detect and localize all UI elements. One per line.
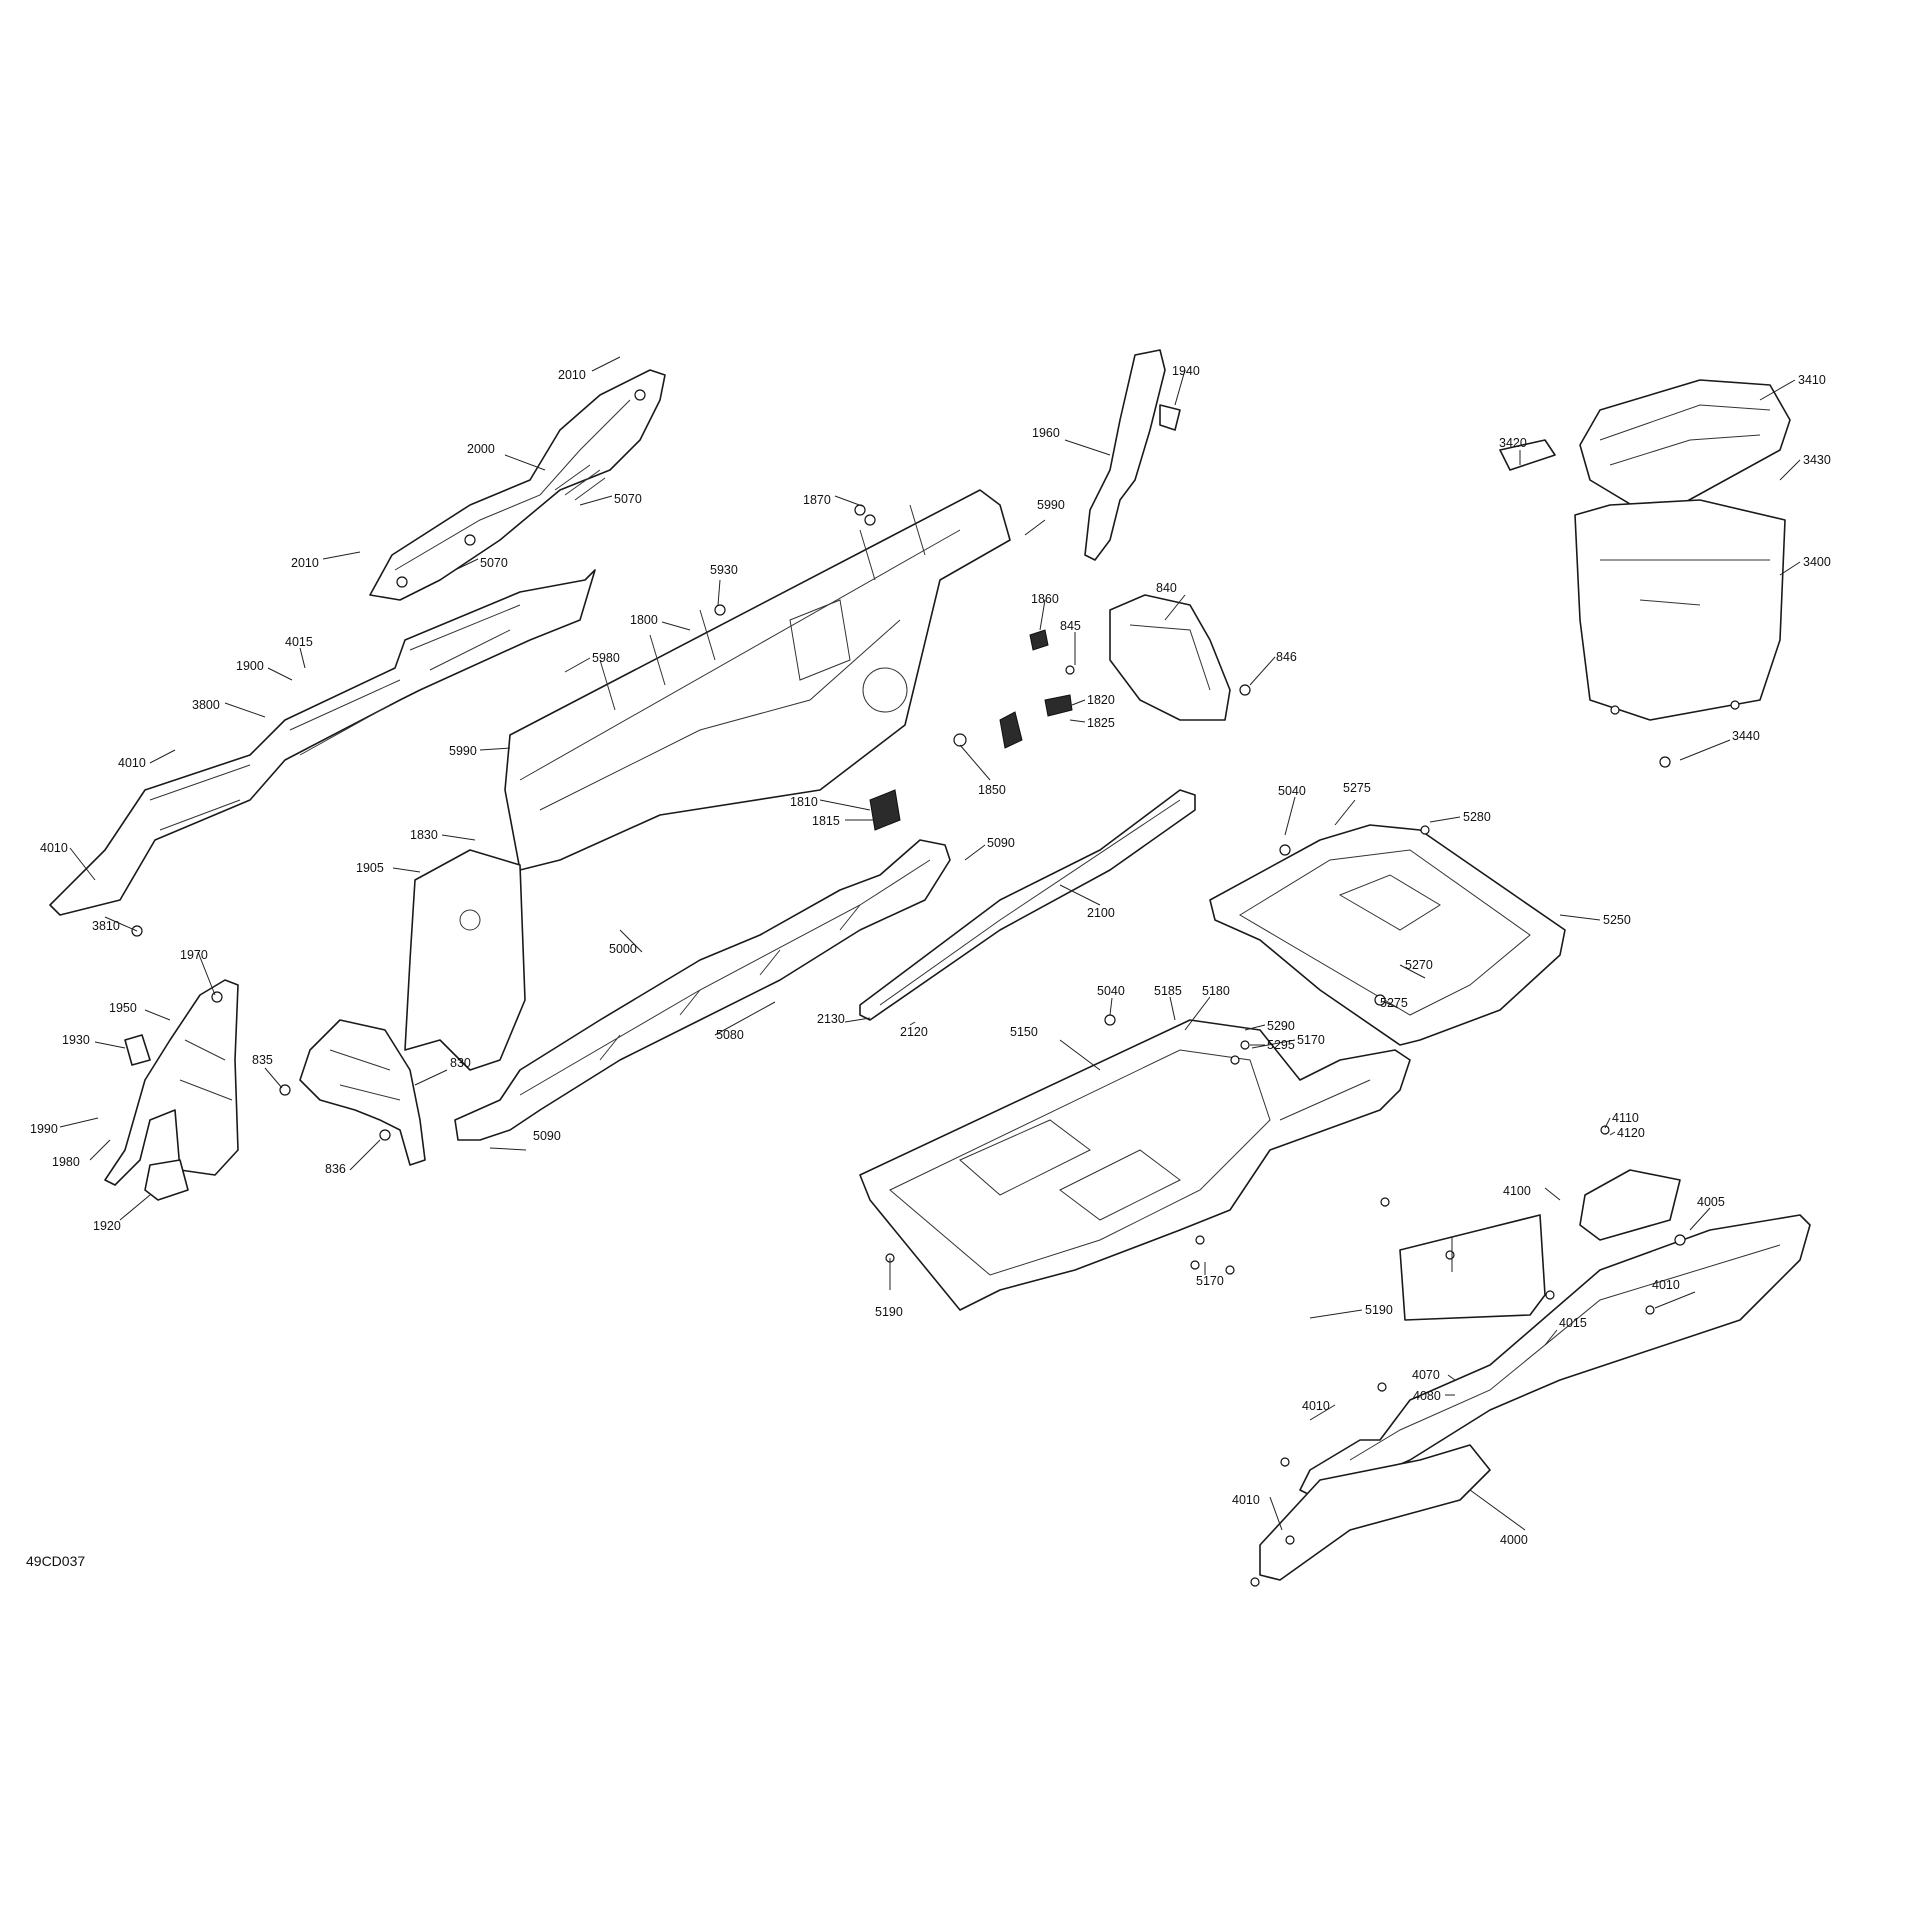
callout-label: 2000 — [467, 442, 495, 456]
part-1800-rear-wall — [404, 489, 1011, 1071]
part-1950-side-panel — [104, 979, 239, 1201]
callout-label: 840 — [1156, 581, 1177, 595]
callout-label: 5150 — [1010, 1025, 1038, 1039]
diagram-code: 49CD037 — [26, 1553, 86, 1569]
callout-label: 4010 — [118, 756, 146, 770]
callout-label: 2100 — [1087, 906, 1115, 920]
callout-label: 5980 — [592, 651, 620, 665]
callout-label: 4015 — [1559, 1316, 1587, 1330]
part-830-guard — [299, 1019, 426, 1166]
callout-label: 1815 — [812, 814, 840, 828]
callout-label: 4015 — [285, 635, 313, 649]
callout-label: 4010 — [1232, 1493, 1260, 1507]
callout-label: 5990 — [449, 744, 477, 758]
callout-label: 4110 — [1612, 1111, 1639, 1125]
callout-label: 1990 — [30, 1122, 58, 1136]
leader-lines — [59, 356, 1801, 1531]
callout-label: 845 — [1060, 619, 1081, 633]
callout-label: 1930 — [62, 1033, 90, 1047]
part-3800-left-beam — [49, 569, 596, 916]
part-5150-floor-mat — [859, 1019, 1411, 1311]
callout-label: 836 — [325, 1162, 346, 1176]
part-5000-floor-rail — [454, 839, 951, 1141]
callout-label: 4010 — [40, 841, 68, 855]
callout-label: 1900 — [236, 659, 264, 673]
callout-label: 1830 — [410, 828, 438, 842]
callout-label: 5280 — [1463, 810, 1491, 824]
part-3400-storage-box — [1499, 379, 1791, 721]
callout-label: 2010 — [291, 556, 319, 570]
callout-label: 3410 — [1798, 373, 1826, 387]
callout-label: 5090 — [987, 836, 1015, 850]
callout-label: 846 — [1276, 650, 1297, 664]
callout-label: 4005 — [1697, 1195, 1725, 1209]
callout-label: 3440 — [1732, 729, 1760, 743]
callout-label: 4100 — [1503, 1184, 1531, 1198]
callout-label: 1850 — [978, 783, 1006, 797]
callout-label: 5040 — [1097, 984, 1125, 998]
part-4000-right-frame — [1259, 1169, 1811, 1581]
callout-label: 3810 — [92, 919, 120, 933]
callout-label: 2120 — [900, 1025, 928, 1039]
callout-label: 4000 — [1500, 1533, 1528, 1547]
callout-label: 4070 — [1412, 1368, 1440, 1382]
callout-label: 1870 — [803, 493, 831, 507]
callout-label: 2130 — [817, 1012, 845, 1026]
callout-label: 5275 — [1380, 996, 1408, 1010]
callout-label: 5070 — [480, 556, 508, 570]
part-2000-rail — [369, 369, 666, 601]
callout-label: 5930 — [710, 563, 738, 577]
callout-label: 835 — [252, 1053, 273, 1067]
callout-label: 5170 — [1297, 1033, 1325, 1047]
callout-label: 5250 — [1603, 913, 1631, 927]
callout-label: 4010 — [1652, 1278, 1680, 1292]
callout-label: 1800 — [630, 613, 658, 627]
callout-label: 5190 — [875, 1305, 903, 1319]
callout-label: 5040 — [1278, 784, 1306, 798]
callout-label: 5990 — [1037, 498, 1065, 512]
callout-label: 4010 — [1302, 1399, 1330, 1413]
callout-labels: 2010 2000 5070 2010 5070 1870 5930 5990 … — [30, 364, 1831, 1547]
callout-label: 5070 — [614, 492, 642, 506]
callout-label: 5185 — [1154, 984, 1182, 998]
callout-label: 1905 — [356, 861, 384, 875]
callout-label: 3420 — [1499, 436, 1527, 450]
callout-label: 1970 — [180, 948, 208, 962]
callout-label: 3400 — [1803, 555, 1831, 569]
callout-label: 5090 — [533, 1129, 561, 1143]
callout-label: 1980 — [52, 1155, 80, 1169]
callout-label: 5180 — [1202, 984, 1230, 998]
callout-label: 1950 — [109, 1001, 137, 1015]
callout-label: 5170 — [1196, 1274, 1224, 1288]
callout-label: 5000 — [609, 942, 637, 956]
callout-label: 1825 — [1087, 716, 1115, 730]
part-1960-pillar — [1084, 349, 1181, 561]
small-parts — [131, 504, 1740, 1587]
callout-label: 1940 — [1172, 364, 1200, 378]
callout-label: 2010 — [558, 368, 586, 382]
callout-label: 5190 — [1365, 1303, 1393, 1317]
part-840-cowl — [1109, 594, 1231, 721]
callout-label: 1960 — [1032, 426, 1060, 440]
callout-label: 5295 — [1267, 1038, 1295, 1052]
callout-label: 3800 — [192, 698, 220, 712]
callout-label: 3430 — [1803, 453, 1831, 467]
callout-label: 5270 — [1405, 958, 1433, 972]
callout-label: 5080 — [716, 1028, 744, 1042]
part-5250-rear-mat — [1209, 824, 1566, 1046]
callout-label: 5290 — [1267, 1019, 1295, 1033]
callout-label: 1860 — [1031, 592, 1059, 606]
callout-label: 4080 — [1413, 1389, 1441, 1403]
callout-label: 5275 — [1343, 781, 1371, 795]
callout-label: 1920 — [93, 1219, 121, 1233]
callout-label: 830 — [450, 1056, 471, 1070]
callout-label: 1820 — [1087, 693, 1115, 707]
callout-label: 4120 — [1617, 1126, 1645, 1140]
callout-label: 1810 — [790, 795, 818, 809]
